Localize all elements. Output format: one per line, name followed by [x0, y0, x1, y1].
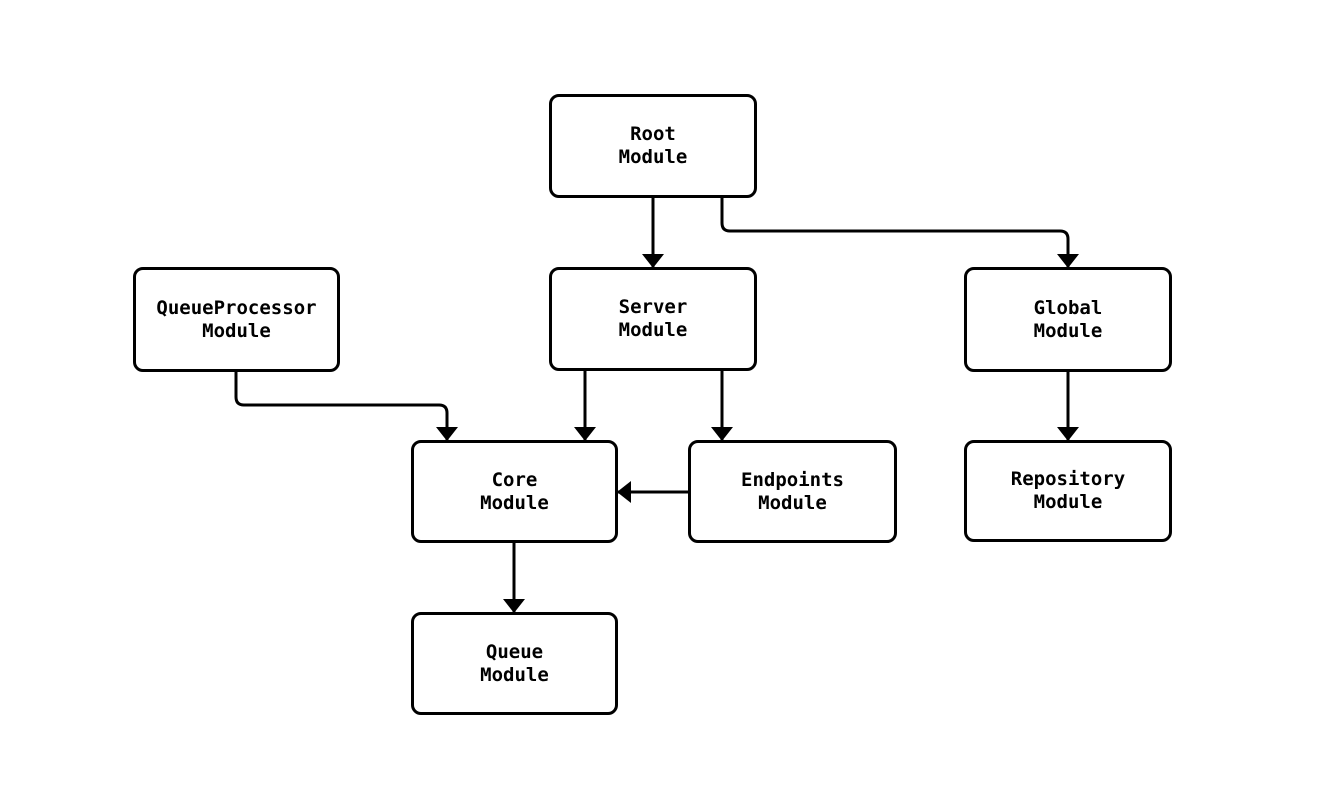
- node-repository-module: Repository Module: [964, 440, 1172, 542]
- node-label: Core Module: [480, 468, 549, 514]
- node-label: Queue Module: [480, 640, 549, 686]
- node-label: Global Module: [1033, 296, 1103, 342]
- node-global-module: Global Module: [964, 267, 1172, 372]
- node-core-module: Core Module: [411, 440, 618, 543]
- edge-queueprocessor-to-core: [234, 372, 458, 441]
- node-server-module: Server Module: [549, 267, 757, 371]
- node-label: Endpoints Module: [741, 468, 844, 514]
- edge-root-to-global: [720, 198, 1079, 268]
- node-root-module: Root Module: [549, 94, 757, 198]
- node-label: Repository Module: [1010, 468, 1126, 513]
- node-label: Server Module: [618, 296, 688, 341]
- node-label: QueueProcessor Module: [156, 296, 317, 342]
- node-queueprocessor-module: QueueProcessor Module: [133, 267, 340, 372]
- node-queue-module: Queue Module: [411, 612, 618, 715]
- node-endpoints-module: Endpoints Module: [688, 440, 897, 543]
- node-label: Root Module: [618, 123, 688, 168]
